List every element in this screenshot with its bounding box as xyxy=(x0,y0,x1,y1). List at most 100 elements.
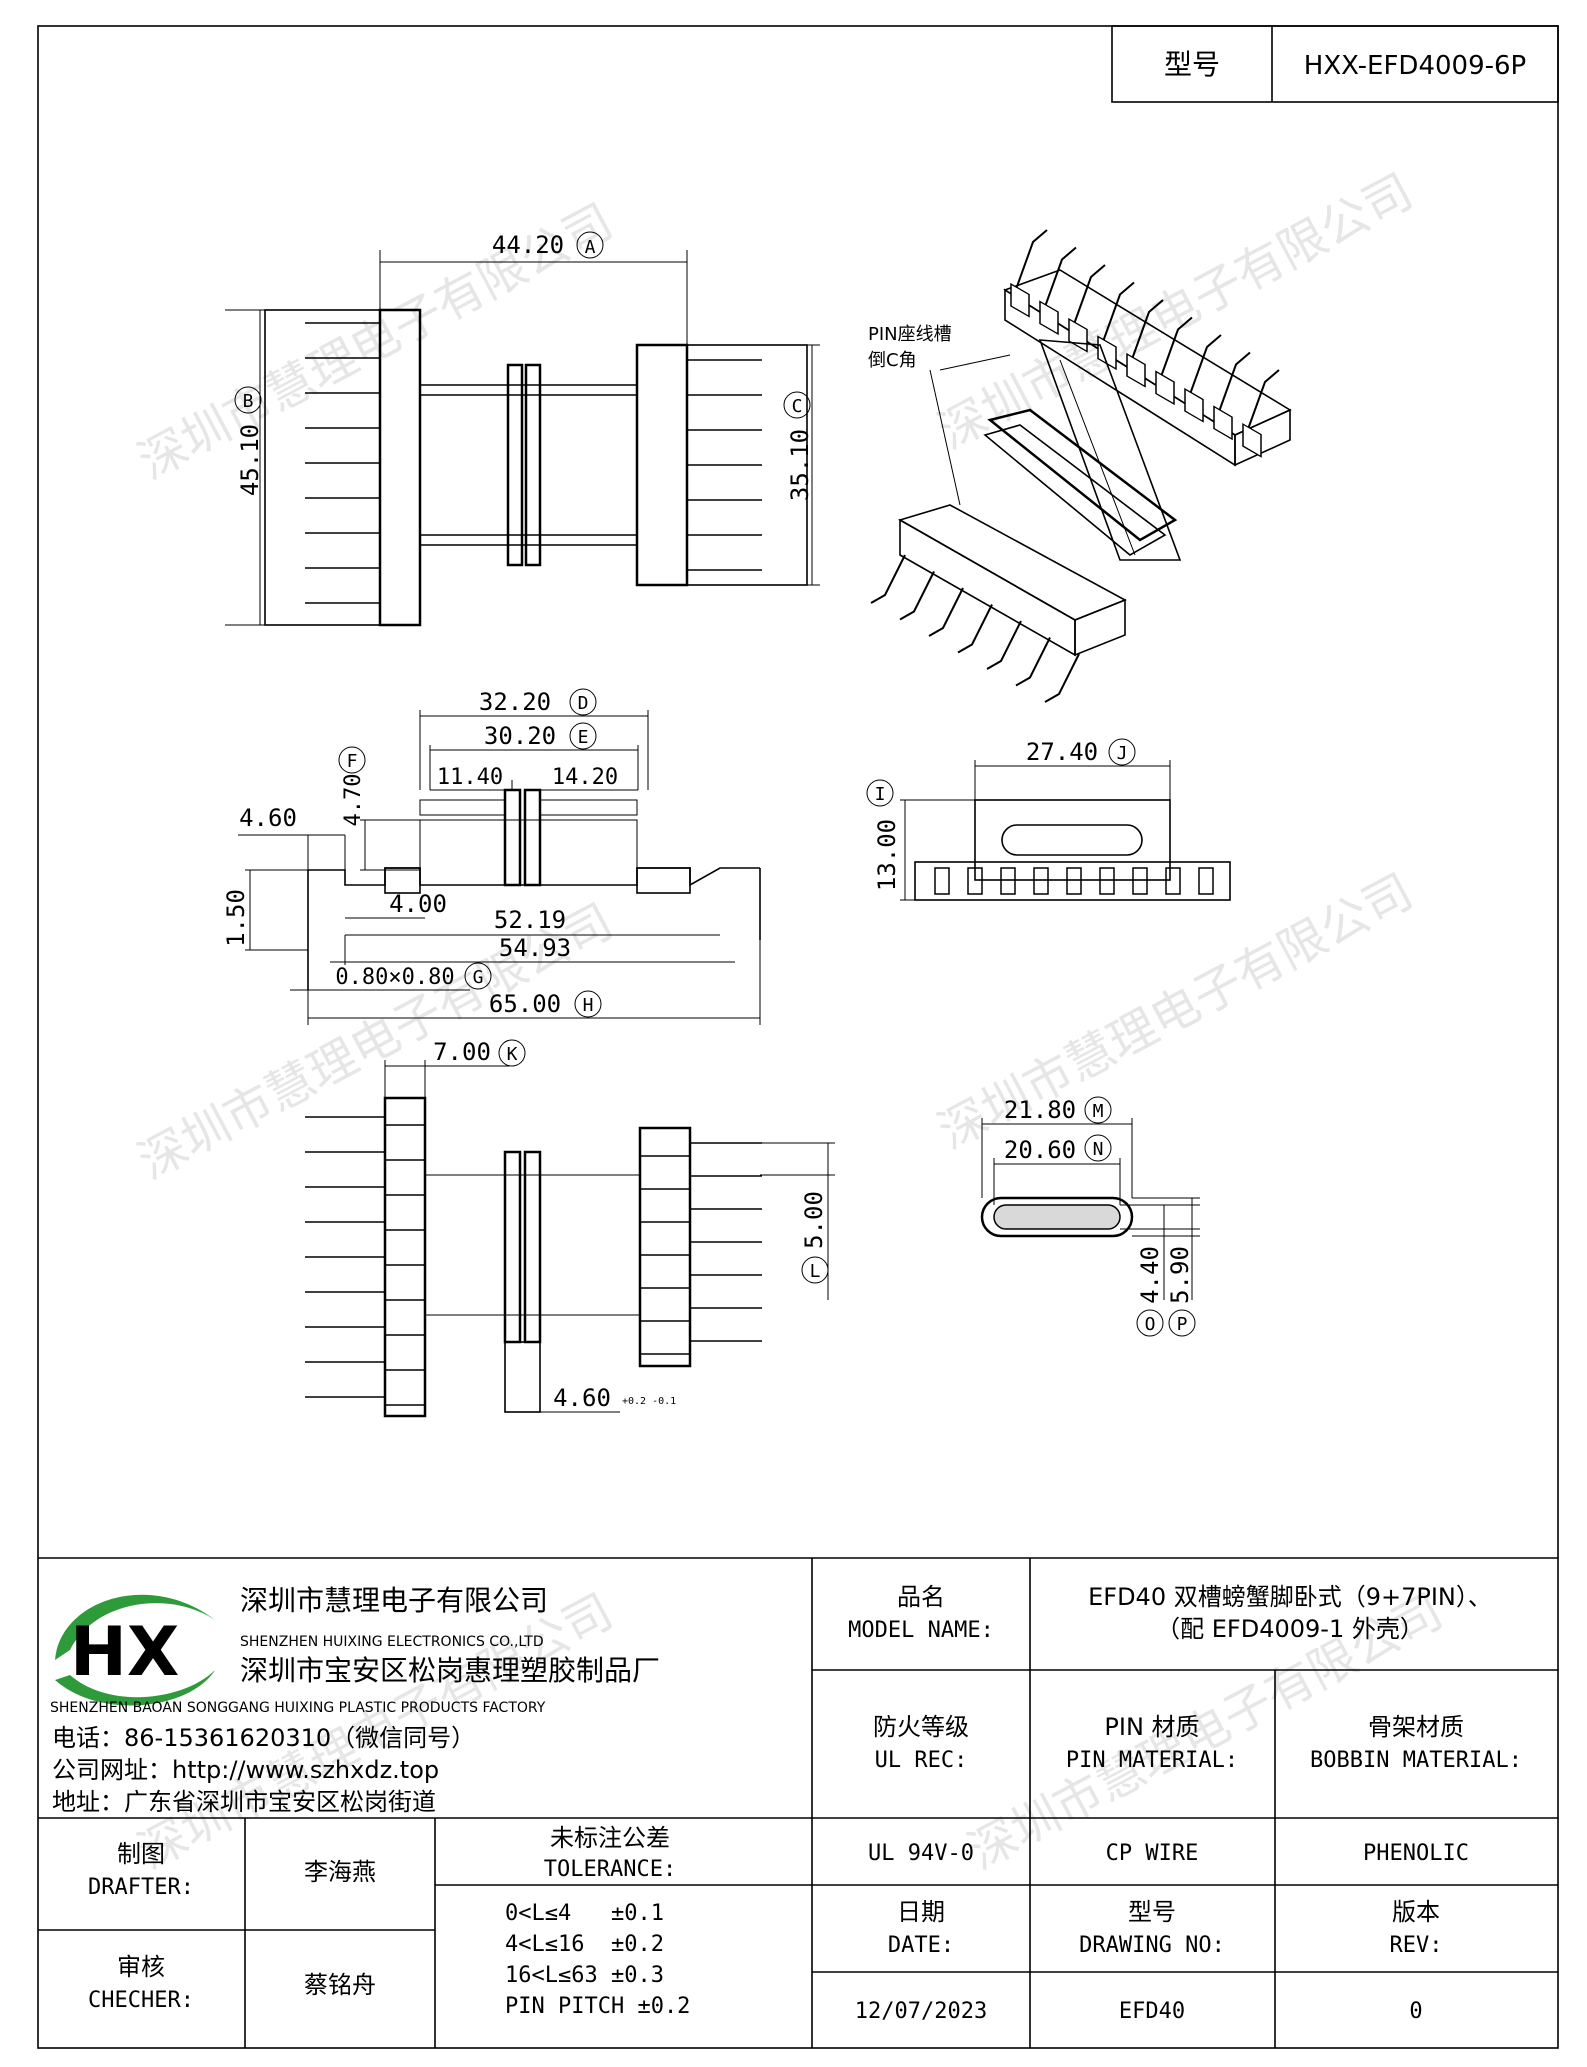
pin-slot xyxy=(1165,867,1181,895)
dim-n: 20.60 xyxy=(1004,1136,1076,1164)
dim-g: 0.80×0.80 xyxy=(335,965,454,990)
ul-value: UL 94V-0 xyxy=(868,1841,974,1866)
tag-a: A xyxy=(585,237,596,258)
pin-slot xyxy=(1099,867,1115,895)
drafter-label-en: DRAFTER: xyxy=(88,1875,194,1900)
checker-label-cn: 审核 xyxy=(117,1953,165,1981)
pin-material-label-en: PIN MATERIAL: xyxy=(1066,1748,1238,1773)
pin-slot xyxy=(1198,867,1214,895)
bottom-pins xyxy=(305,1116,762,1398)
left-teeth xyxy=(385,1124,425,1406)
sheet-border xyxy=(37,25,1559,2049)
iso-pin xyxy=(1044,653,1080,703)
model-label: 型号 xyxy=(1164,48,1220,81)
company-address: 地址：广东省深圳市宝安区松岗街道 xyxy=(52,1788,436,1816)
pin-slot xyxy=(1066,867,1082,895)
tag-j: J xyxy=(1117,743,1128,764)
iso-pin xyxy=(1159,316,1193,380)
pin-slot xyxy=(1132,867,1148,895)
dim-150: 1.50 xyxy=(222,889,250,947)
dim-400: 4.00 xyxy=(389,890,447,918)
title-block: HX 深圳市慧理电子有限公司 SHENZHEN HUIXING ELECTRON… xyxy=(38,1557,1558,2048)
iso-pin-slot xyxy=(1039,300,1059,336)
drawing-no-label-cn: 型号 xyxy=(1128,1898,1176,1926)
pin-slot xyxy=(1000,867,1016,895)
iso-pin xyxy=(1015,637,1051,687)
iso-pin-slot xyxy=(1242,422,1262,458)
iso-pin xyxy=(899,571,935,621)
tag-p: P xyxy=(1177,1314,1188,1335)
iso-bottom-pins xyxy=(870,554,1080,703)
tag-h: H xyxy=(583,995,594,1016)
iso-top-pins xyxy=(1010,229,1280,458)
tag-c: C xyxy=(792,396,803,417)
date-label-en: DATE: xyxy=(888,1933,954,1958)
ul-rec-label-en: UL REC: xyxy=(875,1748,968,1773)
section-view: 21.80 M 20.60 N 4.40 5.90 O P xyxy=(980,1096,1200,1337)
tolerance-row: 4<L≤16 ±0.2 xyxy=(505,1932,664,1957)
product-name-line1: EFD40 双槽螃蟹脚卧式（9+7PIN）、 xyxy=(1088,1583,1492,1611)
dim-5493: 54.93 xyxy=(499,934,571,962)
date-label-cn: 日期 xyxy=(897,1898,945,1926)
tag-b: B xyxy=(243,391,254,412)
tag-l: L xyxy=(810,1261,821,1282)
dim-a: 44.20 xyxy=(492,231,564,259)
tag-g: G xyxy=(473,967,484,988)
iso-pin xyxy=(1246,369,1280,433)
iso-pin xyxy=(1072,264,1106,328)
dim-460: 4.60 xyxy=(239,804,297,832)
dim-l: 5.00 xyxy=(800,1191,828,1249)
dim-h: 65.00 xyxy=(489,990,561,1018)
checker-name: 蔡铭舟 xyxy=(304,1971,376,1999)
bobbin-material-label-en: BOBBIN MATERIAL: xyxy=(1310,1748,1522,1773)
iso-pin-slot xyxy=(1126,352,1146,388)
tag-m: M xyxy=(1093,1101,1104,1122)
ul-rec-label-cn: 防火等级 xyxy=(873,1713,969,1741)
model-value: HXX-EFD4009-6P xyxy=(1304,51,1526,81)
dim-i: 13.00 xyxy=(873,819,901,891)
company-name-cn: 深圳市慧理电子有限公司 xyxy=(240,1584,548,1617)
tolerance-label-cn: 未标注公差 xyxy=(550,1824,670,1852)
iso-pin xyxy=(1130,299,1164,363)
iso-pin xyxy=(1188,334,1222,398)
top-view: 44.20 A 45.10 B 35.10 C xyxy=(225,231,820,627)
tolerance-row: 16<L≤63 ±0.3 xyxy=(505,1963,664,1988)
drawing-no-value: EFD40 xyxy=(1119,1999,1185,2024)
iso-pin xyxy=(928,587,964,637)
pin-material-label-cn: PIN 材质 xyxy=(1104,1713,1199,1741)
dim-d: 32.20 xyxy=(479,688,551,716)
iso-pin xyxy=(870,554,906,604)
drawing-no-label-en: DRAWING NO: xyxy=(1079,1933,1225,1958)
dim-k: 7.00 xyxy=(433,1038,491,1066)
dim-seg1: 11.40 xyxy=(437,765,503,790)
rev-label-cn: 版本 xyxy=(1392,1898,1440,1926)
dim-f: 4.70 xyxy=(341,774,366,827)
company-phone: 电话：86-15361620310（微信同号） xyxy=(52,1724,475,1752)
iso-pin xyxy=(1043,246,1077,310)
dim-5219: 52.19 xyxy=(494,906,566,934)
company-logo: HX xyxy=(55,1594,215,1706)
tag-o: O xyxy=(1145,1314,1156,1335)
iso-pin xyxy=(1101,281,1135,345)
tag-k: K xyxy=(507,1044,518,1065)
drafter-name: 李海燕 xyxy=(304,1858,376,1886)
bottom-view: 7.00 K 5.00 L 4.60 +0.2 -0.1 xyxy=(305,1038,835,1418)
isometric-view: PIN座线槽 倒C角 xyxy=(868,229,1292,703)
tag-e: E xyxy=(578,727,589,748)
company-name-en: SHENZHEN HUIXING ELECTRONICS CO.,LTD xyxy=(240,1634,544,1650)
company-website: 公司网址：http://www.szhxdz.top xyxy=(52,1756,439,1784)
tag-d: D xyxy=(578,693,589,714)
pin-slot xyxy=(934,867,950,895)
pin-slot xyxy=(1033,867,1049,895)
tag-n: N xyxy=(1093,1139,1104,1160)
rev-value: 0 xyxy=(1409,1999,1422,2024)
iso-note-line2: 倒C角 xyxy=(868,350,917,371)
tolerance-label-en: TOLERANCE: xyxy=(544,1857,676,1882)
end-view: 27.40 J 13.00 I xyxy=(866,738,1231,901)
logo-letters: HX xyxy=(70,1613,179,1692)
model-name-label-cn: 品名 xyxy=(897,1583,945,1611)
dim-e: 30.20 xyxy=(484,722,556,750)
tag-f: F xyxy=(347,751,358,772)
pin-slot xyxy=(967,867,983,895)
rev-label-en: REV: xyxy=(1390,1933,1443,1958)
